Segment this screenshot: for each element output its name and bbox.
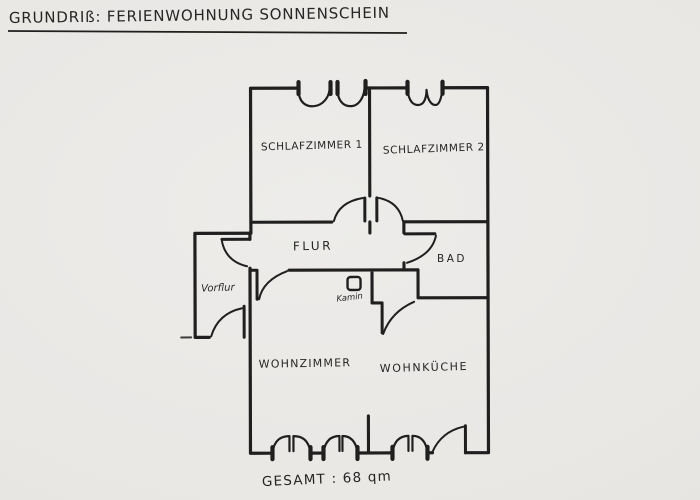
door-schlafzimmer2	[375, 196, 404, 223]
vorflur-walls	[193, 231, 252, 340]
door-bad	[403, 232, 437, 264]
window-wohnkueche-arcs	[391, 434, 429, 453]
room-label-wohnkueche: WOHNKÜCHE	[380, 360, 469, 375]
room-label-kamin: Kamin	[336, 291, 364, 304]
door-wohnkueche	[380, 300, 416, 335]
door-swing-arc	[377, 196, 404, 222]
room-label-schlafzimmer2: SCHLAFZIMMER 2	[383, 141, 485, 157]
floorplan	[180, 78, 491, 462]
room-label-bad: BAD	[437, 253, 467, 265]
inner-walls	[248, 86, 490, 454]
title-block: GRUNDRIß: FERIENWOHNUNG SONNENSCHEIN	[9, 4, 390, 27]
window-schlafzimmer1-arcs	[297, 87, 366, 108]
door-swing-arc	[332, 196, 364, 223]
door-balcony	[431, 424, 467, 455]
door-swing-arc	[220, 240, 248, 268]
room-label-vorflur: Vorflur	[201, 282, 236, 294]
room-label-wohnzimmer: WOHNZIMMER	[259, 356, 352, 371]
door-wohnzimmer	[255, 269, 289, 301]
door-swing-arc	[431, 425, 465, 453]
kamin-symbol	[346, 275, 362, 292]
door-swing-arc	[405, 234, 437, 264]
room-label-flur: FLUR	[293, 239, 333, 254]
total-area-label: GESAMT : 68 qm	[262, 468, 393, 490]
door-swing-arc	[210, 307, 244, 338]
outer-walls	[248, 86, 491, 455]
window-wohnzimmer-arcs	[271, 434, 359, 454]
title-underline	[7, 30, 408, 34]
door-swing-arc	[382, 300, 416, 335]
window-schlafzimmer2-arcs	[406, 87, 444, 107]
page-title: GRUNDRIß: FERIENWOHNUNG SONNENSCHEIN	[9, 4, 390, 27]
door-entrance	[210, 304, 246, 339]
door-swing-arc	[258, 270, 289, 301]
door-flur-vorflur	[220, 237, 252, 268]
door-schlafzimmer1	[332, 196, 367, 223]
room-label-schlafzimmer1: SCHLAFZIMMER 1	[261, 139, 363, 154]
